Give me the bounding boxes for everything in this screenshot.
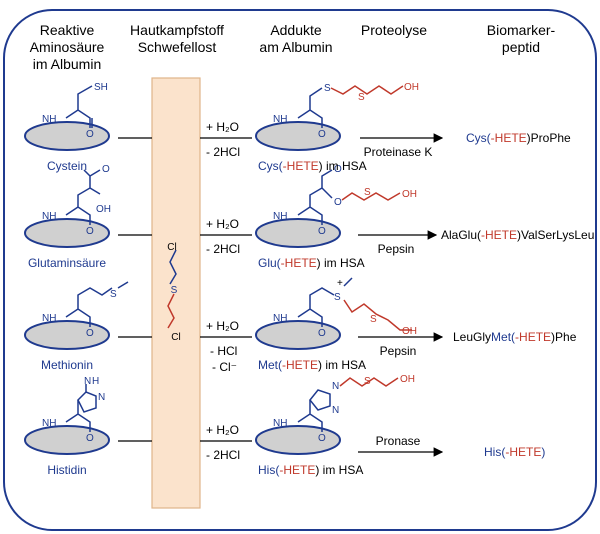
loss-row4: - 2HCl xyxy=(206,448,241,462)
header-proteolysis: Proteolyse xyxy=(360,22,428,38)
water-row2: + H₂O xyxy=(206,217,239,231)
cys-adduct-nh: NH xyxy=(273,114,287,125)
aa-name-glu: Glutaminsäure xyxy=(27,256,107,270)
peptide-met: LeuGlyMet(-HETE)Phe xyxy=(453,330,577,344)
his-adduct-o: O xyxy=(318,433,326,444)
glu-structure: NH O O OH xyxy=(42,164,111,237)
glu-adduct-structure: NH O O O S OH xyxy=(273,164,417,237)
glu-adduct-nh: NH xyxy=(273,211,287,222)
aa-discs xyxy=(24,121,110,455)
enzyme-proteinase-k: Proteinase K xyxy=(363,145,433,159)
cys-adduct-s1: S xyxy=(324,83,331,94)
loss-row1: - 2HCl xyxy=(206,145,241,159)
aa-name-met: Methionin xyxy=(40,358,94,372)
cys-adduct-o: O xyxy=(318,129,326,140)
glu-o2: O xyxy=(102,164,110,175)
loss-row3a: - HCl xyxy=(210,344,238,358)
header-reactive-aa: Reaktive Aminosäure im Albumin xyxy=(29,22,105,72)
cys-sh: SH xyxy=(94,82,108,93)
met-adduct-o: O xyxy=(318,328,326,339)
sulfur-mustard-molecule: Cl S Cl xyxy=(167,242,181,343)
header-mustard: Hautkampfstoff Schwefellost xyxy=(130,22,224,55)
water-row4: + H₂O xyxy=(206,423,239,437)
cys-nh: NH xyxy=(42,114,56,125)
proteolysis-arrows xyxy=(358,133,444,457)
adduct-name-glu: Glu(-HETE) im HSA xyxy=(258,256,365,270)
met-adduct-oh: OH xyxy=(402,326,417,337)
glu-adduct-o2: O xyxy=(334,164,342,175)
adduct-name-met: Met(-HETE) im HSA xyxy=(258,358,366,372)
cys-adduct-s2: S xyxy=(358,92,365,103)
his-o: O xyxy=(86,433,94,444)
his-n2: N xyxy=(84,376,91,387)
peptide-his: His(-HETE) xyxy=(484,445,546,459)
adduct-name-his: His(-HETE) im HSA xyxy=(258,463,364,477)
cys-adduct-structure: NH O S S OH xyxy=(273,82,419,140)
his-adduct-n2: N xyxy=(332,381,339,392)
frame xyxy=(3,9,597,531)
cys-adduct-oh: OH xyxy=(404,82,419,93)
enzyme-pronase: Pronase xyxy=(375,434,421,448)
met-adduct-s2: S xyxy=(370,314,377,325)
glu-adduct-s: S xyxy=(364,187,371,198)
his-adduct-nh: NH xyxy=(273,418,287,429)
header-biomarker: Biomarker- peptid xyxy=(486,22,556,55)
glu-oh: OH xyxy=(96,204,111,215)
cystein-structure: NH O SH xyxy=(42,82,108,140)
water-row1: + H₂O xyxy=(206,120,239,134)
glu-adduct-o: O xyxy=(318,226,326,237)
his-adduct-oh: OH xyxy=(400,374,415,385)
met-adduct-s: S xyxy=(334,292,341,303)
reagent-cl-top: Cl xyxy=(167,242,176,253)
his-nh: NH xyxy=(42,418,56,429)
reagent-s: S xyxy=(171,285,178,296)
enzyme-pepsin-1: Pepsin xyxy=(377,242,415,256)
glu-o: O xyxy=(86,226,94,237)
met-adduct-nh: NH xyxy=(273,313,287,324)
glu-adduct-oh: OH xyxy=(402,189,417,200)
header-adducts: Addukte am Albumin xyxy=(259,22,333,55)
enzyme-pepsin-2: Pepsin xyxy=(379,344,417,358)
met-o: O xyxy=(86,328,94,339)
glu-nh: NH xyxy=(42,211,56,222)
reaction-lines xyxy=(118,137,252,442)
loss-row3b: - Cl⁻ xyxy=(212,360,237,374)
met-structure: NH O S xyxy=(42,281,129,339)
reagent-box xyxy=(151,77,201,509)
glu-adduct-o3: O xyxy=(334,197,342,208)
adduct-discs xyxy=(255,121,341,455)
met-nh: NH xyxy=(42,313,56,324)
met-s: S xyxy=(110,289,117,300)
his-adduct-n1: N xyxy=(332,405,339,416)
water-row3: + H₂O xyxy=(206,319,239,333)
adduct-name-cys: Cys(-HETE) im HSA xyxy=(258,159,367,173)
peptide-cys: Cys(-HETE)ProPhe xyxy=(466,131,571,145)
met-adduct-plus: + xyxy=(337,278,343,289)
his-adduct-structure: NH O N N S OH xyxy=(273,374,415,444)
his-adduct-s: S xyxy=(364,376,371,387)
loss-row2: - 2HCl xyxy=(206,242,241,256)
his-structure: NH O N N H xyxy=(42,376,105,444)
cys-o: O xyxy=(86,129,94,140)
aa-name-cystein: Cystein xyxy=(46,159,88,173)
reagent-cl-bottom: Cl xyxy=(171,332,180,343)
his-h: H xyxy=(92,376,99,387)
met-adduct-structure: NH O S + S OH xyxy=(273,277,417,339)
aa-name-his: Histidin xyxy=(47,463,87,477)
peptide-glu: AlaGlu(-HETE)ValSerLysLeu xyxy=(441,228,595,242)
his-n1: N xyxy=(98,392,105,403)
